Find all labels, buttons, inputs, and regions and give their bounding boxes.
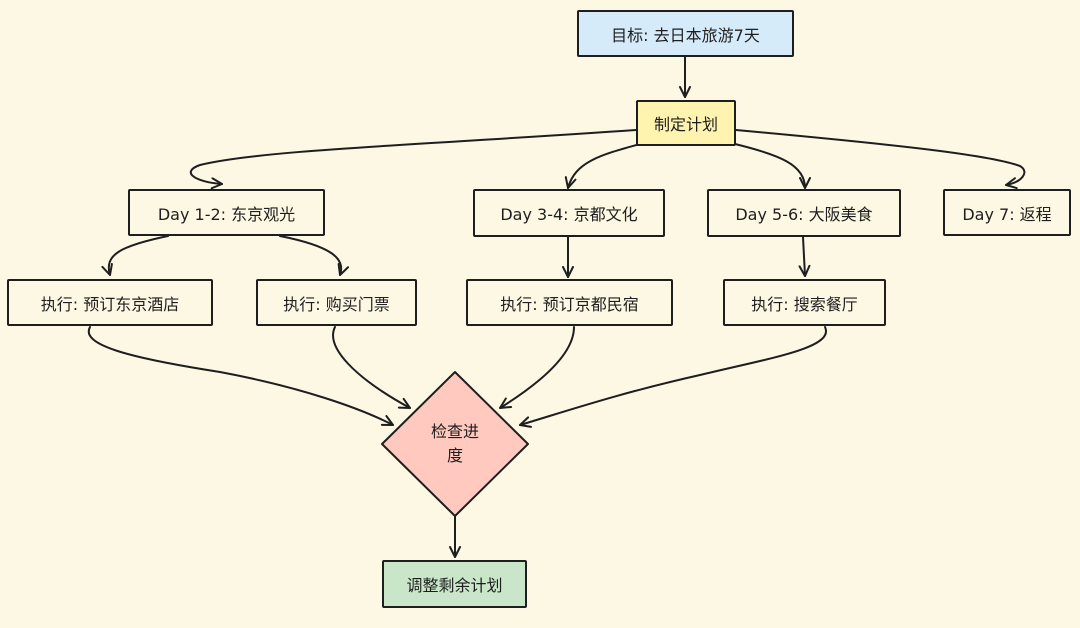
exec-ticket-node: 执行: 购买门票 (256, 279, 417, 326)
arrow-day56-to-exec-restaurant (798, 236, 811, 277)
arrow-plan-to-day7 (735, 129, 1026, 190)
day-3-4-node: Day 3-4: 京都文化 (473, 189, 665, 237)
exec-hotel-node: 执行: 预订东京酒店 (7, 279, 213, 326)
day-3-4-label: Day 3-4: 京都文化 (500, 205, 638, 224)
day-7-label: Day 7: 返程 (962, 204, 1052, 224)
adjust-plan-label: 调整剩余计划 (406, 576, 503, 595)
check-progress-line-2: 度 (446, 446, 463, 465)
arrow-plan-to-day56 (734, 143, 811, 189)
arrow-exec-hotel-to-check (87, 326, 394, 426)
check-progress-label: 检查进 度 (415, 420, 495, 468)
exec-minshuku-label: 执行: 预订京都民宿 (500, 294, 639, 314)
exec-minshuku-node: 执行: 预订京都民宿 (466, 279, 673, 326)
plan-node-label: 制定计划 (653, 115, 718, 134)
arrow-day12-to-exec-hotel (101, 235, 169, 276)
goal-node-label: 目标: 去日本旅游7天 (611, 25, 760, 45)
exec-restaurant-label: 执行: 搜索餐厅 (751, 294, 858, 314)
day-5-6-label: Day 5-6: 大阪美食 (735, 205, 873, 224)
arrow-exec-minshuku-to-check (499, 326, 575, 409)
exec-ticket-label: 执行: 购买门票 (283, 294, 390, 314)
exec-restaurant-node: 执行: 搜索餐厅 (723, 279, 886, 326)
exec-hotel-label: 执行: 预订东京酒店 (40, 294, 180, 314)
day-1-2-label: Day 1-2: 东京观光 (157, 204, 296, 224)
arrow-exec-ticket-to-check (332, 326, 411, 409)
adjust-plan-node: 调整剩余计划 (382, 560, 527, 608)
check-progress-line-1: 检查进 (430, 422, 479, 441)
day-7-node: Day 7: 返程 (943, 189, 1071, 236)
day-1-2-node: Day 1-2: 东京观光 (128, 189, 325, 236)
arrow-exec-restaurant-to-check (519, 326, 827, 428)
plan-node: 制定计划 (636, 100, 736, 146)
decision-diamond (381, 371, 529, 517)
goal-node: 目标: 去日本旅游7天 (577, 10, 794, 57)
arrow-plan-to-day34 (564, 143, 641, 189)
arrow-day12-to-exec-ticket (279, 235, 350, 276)
arrow-plan-to-day12 (189, 129, 637, 190)
day-5-6-node: Day 5-6: 大阪美食 (707, 189, 901, 237)
